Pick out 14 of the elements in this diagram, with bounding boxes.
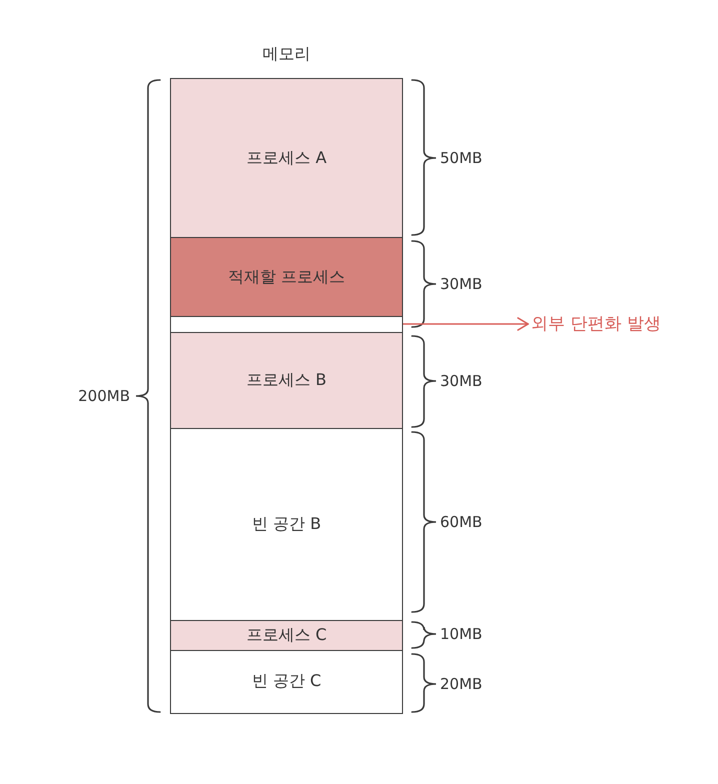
process-block: 프로세스 C [171, 620, 402, 650]
size-label: 200MB [78, 388, 130, 404]
size-label: 10MB [440, 626, 482, 642]
heading: 메모리 [262, 44, 310, 63]
process-block: 적재할 프로세스 [171, 237, 402, 316]
arrow [402, 317, 529, 331]
annotation-text: 외부 단편화 발생 [531, 312, 661, 336]
size-label: 60MB [440, 514, 482, 530]
size-label: 30MB [440, 276, 482, 292]
size-label: 20MB [440, 676, 482, 692]
process-block: 프로세스 B [171, 332, 402, 428]
size-label: 50MB [440, 150, 482, 166]
size-label: 30MB [440, 373, 482, 389]
process-block: 프로세스 A [171, 79, 402, 237]
